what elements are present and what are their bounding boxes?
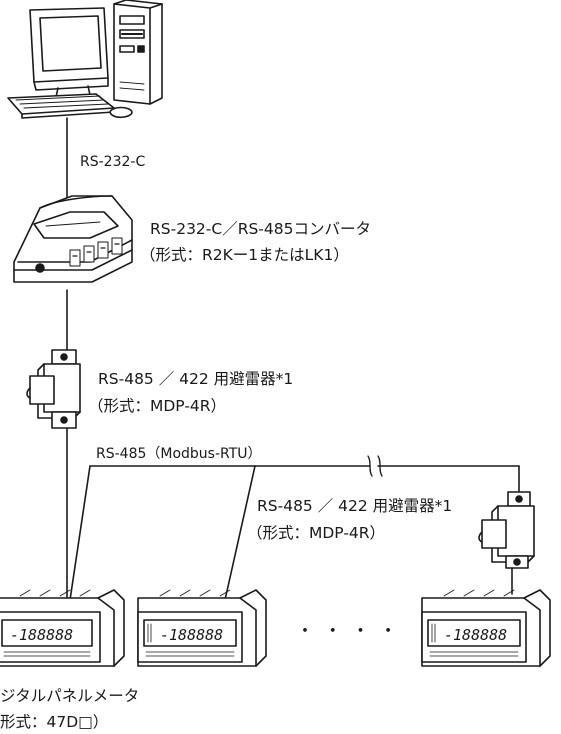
pc-icon bbox=[7, 0, 163, 119]
converter-icon bbox=[13, 195, 133, 283]
bus-drop-meter-1 bbox=[69, 465, 91, 601]
meter-name: ジタルパネルメータ bbox=[0, 687, 140, 705]
meter-2-readout: -188888 bbox=[160, 626, 223, 644]
arrester-right-name: RS-485 ／ 422 用避雷器*1 bbox=[257, 497, 453, 515]
arrester-top-icon bbox=[26, 349, 81, 429]
meter-model: 形式：47D□） bbox=[0, 713, 109, 731]
converter-name: RS-232-C／RS-485コンバータ bbox=[150, 220, 371, 238]
more-meters-ellipsis: ・ ・ ・ ・ bbox=[296, 621, 400, 642]
rs232c-label: RS-232-C bbox=[80, 154, 146, 170]
bus-drop-meter-2 bbox=[224, 465, 256, 601]
break-mark bbox=[367, 455, 383, 477]
bus-label: RS-485（Modbus-RTU） bbox=[96, 446, 262, 462]
panel-meter-2 bbox=[137, 589, 267, 667]
arrester-right-model: （形式：MDP-4R） bbox=[247, 524, 386, 542]
panel-meter-1 bbox=[0, 589, 125, 667]
meter-3-readout: -188888 bbox=[444, 626, 507, 644]
arrester-top-name: RS-485 ／ 422 用避雷器*1 bbox=[98, 370, 294, 388]
meter-1-readout: -188888 bbox=[10, 626, 73, 644]
panel-meter-3 bbox=[421, 589, 551, 667]
arrester-right-icon bbox=[478, 491, 535, 569]
converter-model: （形式：R2Kー1またはLK1） bbox=[140, 246, 349, 264]
arrester-top-model: （形式：MDP-4R） bbox=[88, 397, 227, 415]
